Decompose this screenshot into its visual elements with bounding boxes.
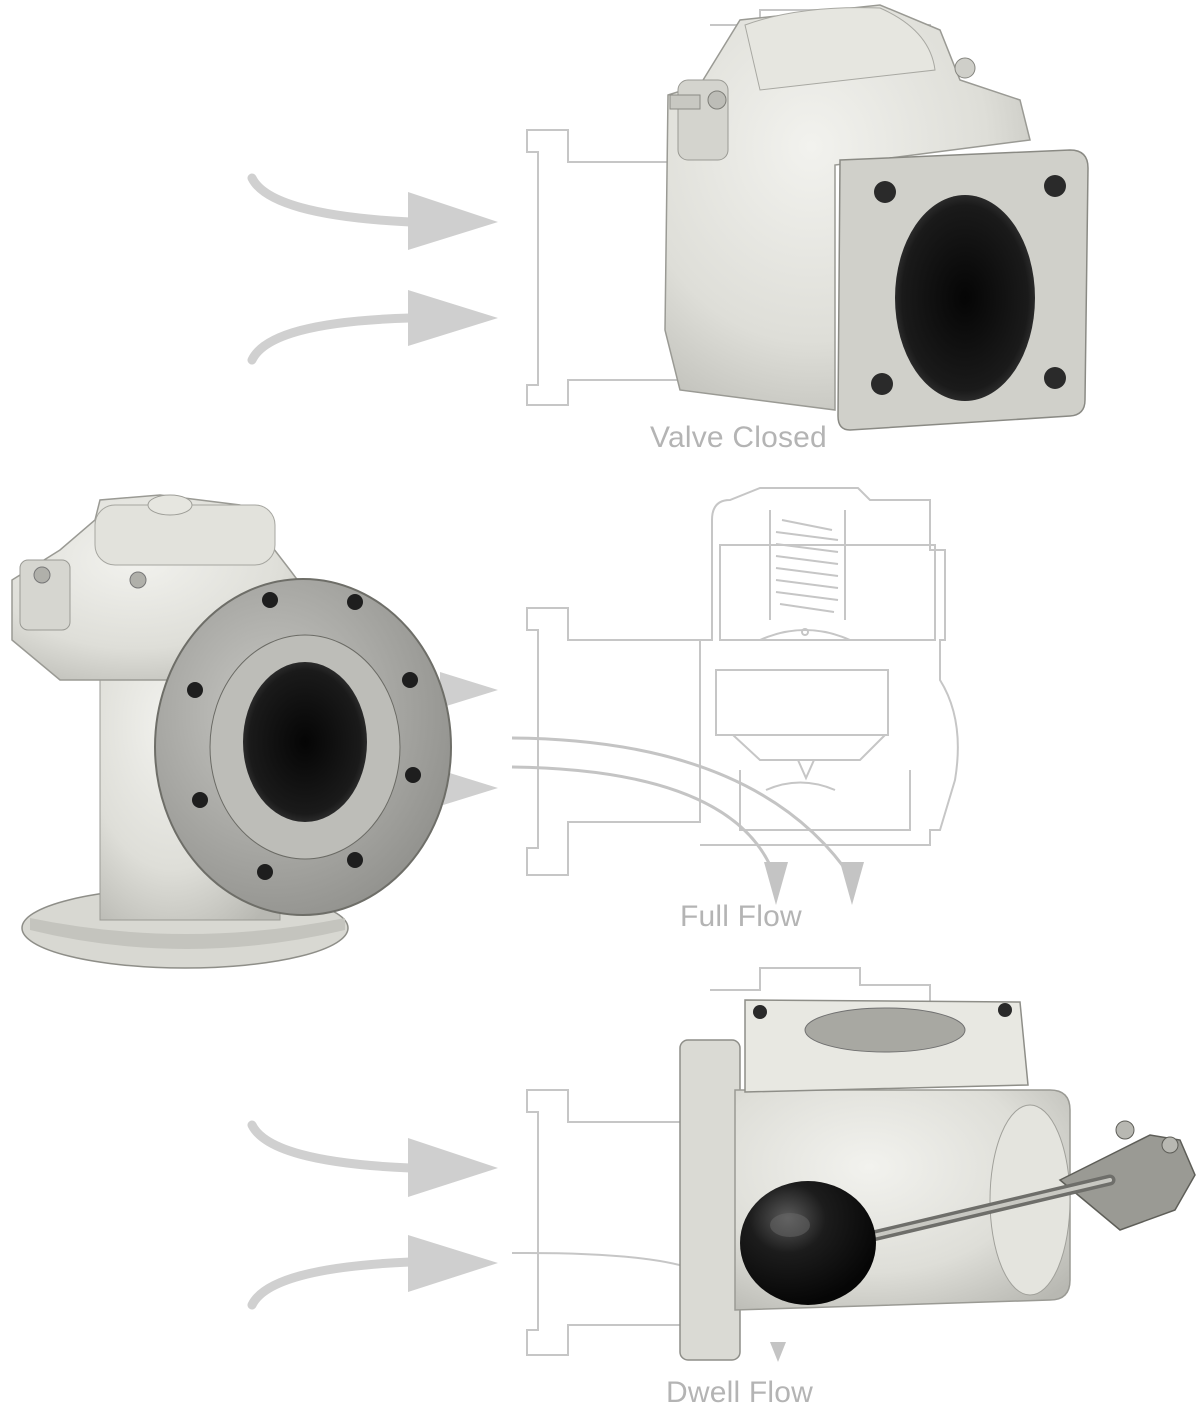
flow-arrow-icon <box>247 1120 415 1310</box>
valve-photo <box>11 494 452 969</box>
handle-knob-icon <box>740 1181 876 1305</box>
flow-arrow-icon <box>247 173 415 365</box>
flow-arrow-heads <box>408 192 498 346</box>
panel-full-flow <box>11 487 959 969</box>
caption-dwell-flow: Dwell Flow <box>666 1376 814 1409</box>
flow-path-lines <box>511 736 855 881</box>
spring-icon <box>769 510 846 620</box>
flow-arrow-heads <box>764 862 864 905</box>
valve-outline <box>511 967 931 1356</box>
caption-full-flow: Full Flow <box>680 900 802 933</box>
panel-dwell-flow <box>247 967 1196 1362</box>
panel-valve-closed <box>247 4 1089 431</box>
flow-arrow-heads <box>408 1138 498 1292</box>
valve-photo <box>664 4 1089 431</box>
caption-valve-closed: Valve Closed <box>650 421 827 454</box>
flow-arrow-heads <box>770 1342 786 1362</box>
valve-photo <box>679 999 1196 1361</box>
valve-section-outline <box>526 487 959 876</box>
flow-arrow-icon <box>440 672 498 806</box>
